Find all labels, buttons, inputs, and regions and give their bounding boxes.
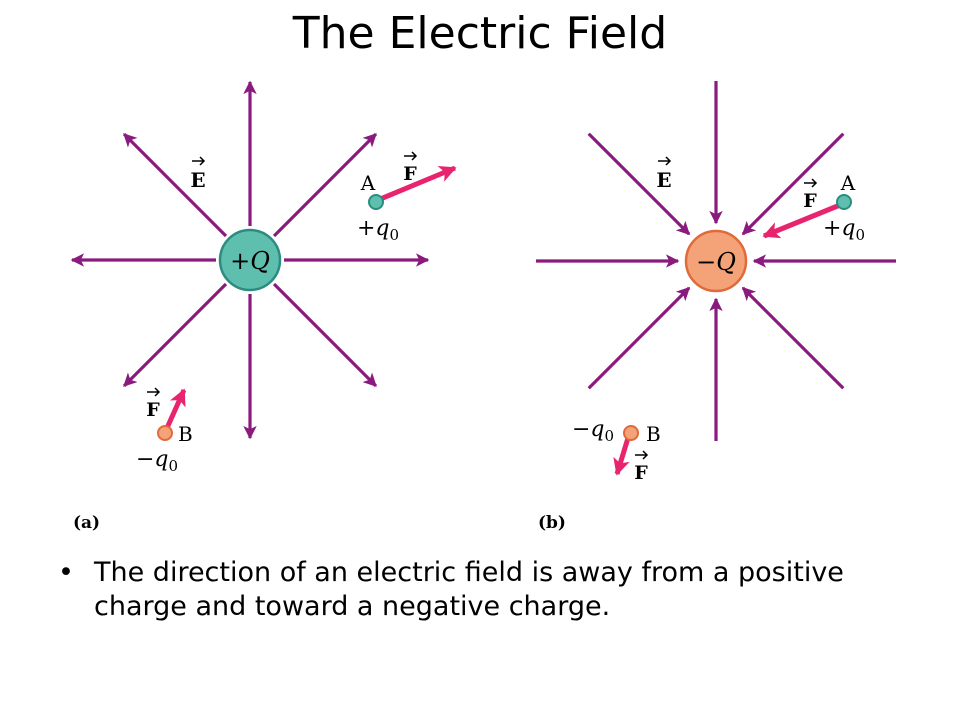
- panel-b-field-line-nw: [587, 132, 691, 236]
- panel-a-field-label: E: [190, 168, 205, 192]
- negative-source-charge: [684, 229, 748, 293]
- slide-title: The Electric Field: [292, 8, 668, 59]
- panel-a-field-lines: [70, 80, 430, 440]
- panel-a-positive-charge: +Q E A +q0 F B −q0 F (a): [70, 80, 457, 533]
- panel-a-point-b-label: B: [178, 422, 193, 446]
- panel-b-charge-a-label: +q0: [823, 216, 865, 244]
- panel-b-force-a-vector-accent: [804, 178, 818, 188]
- panel-b-test-charge-b: [623, 425, 639, 441]
- panel-b-field-lines: [536, 81, 896, 441]
- panel-b-point-b-label: B: [646, 422, 661, 446]
- panel-b-field-line-sw: [587, 286, 691, 390]
- panel-a-point-a-label: A: [360, 171, 376, 195]
- panel-b-test-charge-a: [836, 194, 852, 210]
- bullet-item: • The direction of an electric field is …: [58, 556, 918, 624]
- bullet-list: • The direction of an electric field is …: [58, 556, 918, 624]
- panel-b-point-a-label: A: [840, 171, 856, 195]
- positive-source-label: +Q: [230, 247, 270, 275]
- panel-b-force-arrow-b: [613, 437, 631, 476]
- panel-b-charge-b-label: −q0: [572, 417, 614, 445]
- panel-a-field-line-ne: [272, 133, 377, 238]
- panel-a-test-charge-b: [157, 425, 173, 441]
- panel-a-force-b-vector-accent: [147, 387, 161, 397]
- panel-b-force-b-label: F: [634, 462, 648, 484]
- panel-a-charge-b-label: −q0: [136, 447, 178, 475]
- panel-a-force-arrow-a: [377, 165, 457, 203]
- panel-a-force-a-label: F: [403, 163, 417, 185]
- panel-b-force-arrow-a: [762, 202, 841, 239]
- panel-a-test-charge-a: [368, 194, 384, 210]
- panel-a-charge-a-label: +q0: [357, 216, 399, 244]
- positive-source-charge: [218, 228, 282, 292]
- panel-a-field-line-nw: [123, 133, 228, 238]
- panel-b-field-label: E: [656, 168, 671, 192]
- panel-a-label: (a): [73, 513, 100, 533]
- panel-b-force-a-label: F: [803, 190, 817, 212]
- panel-b-field-vector-accent: [658, 156, 672, 166]
- bullet-marker: •: [58, 557, 74, 588]
- panel-b-field-line-ne: [741, 132, 845, 236]
- panel-a-field-line-se: [272, 282, 377, 387]
- bullet-text: The direction of an electric field is aw…: [94, 557, 844, 622]
- panel-a-force-b-label: F: [146, 399, 160, 421]
- panel-b-negative-charge: −Q E A +q0 F B −q0 F (b): [536, 81, 896, 533]
- panel-b-field-line-se: [741, 286, 845, 390]
- negative-source-label: −Q: [696, 248, 736, 276]
- panel-a-force-arrow-b: [164, 388, 187, 430]
- panel-a-force-a-vector-accent: [404, 151, 418, 161]
- panel-b-force-b-vector-accent: [635, 450, 649, 460]
- panel-a-field-line-sw: [123, 282, 228, 387]
- panel-a-field-vector-accent: [192, 156, 206, 166]
- panel-b-label: (b): [538, 513, 566, 533]
